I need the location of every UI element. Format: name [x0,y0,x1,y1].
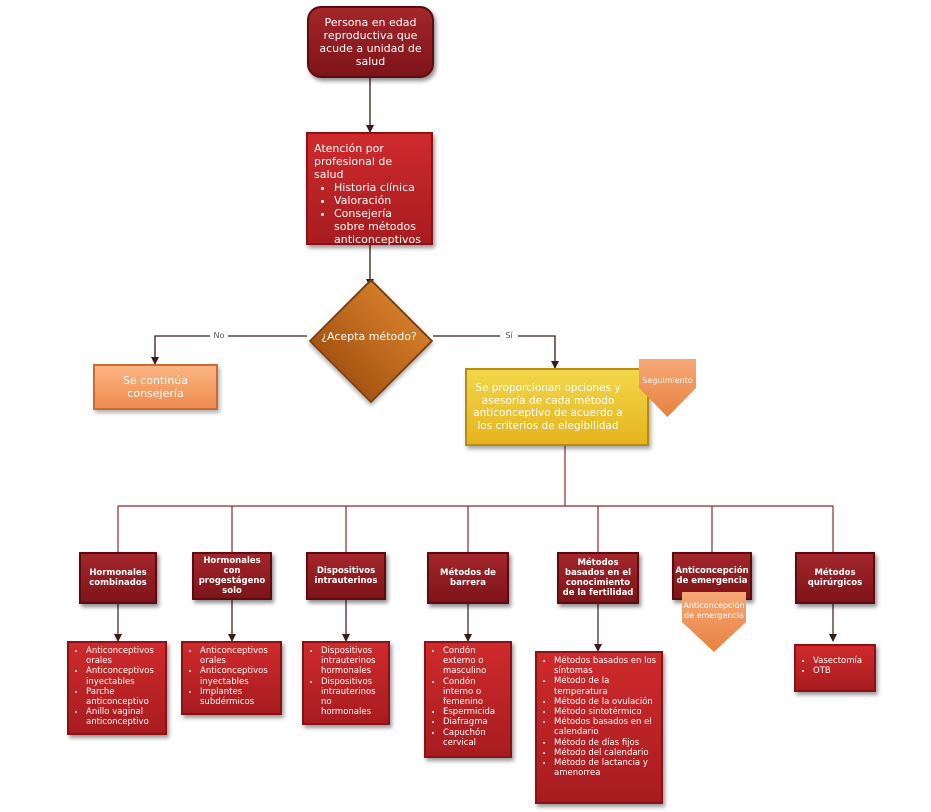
list-item: Anticonceptivos inyectables [86,666,161,686]
attention-item: Consejería sobre métodos anticonceptivos [334,207,425,246]
list-item: Método sintotérmico [554,707,657,717]
list-item: Anticonceptivos inyectables [200,666,276,686]
continue-counseling-label: Se continúa consejería [122,374,189,400]
list-item: Implantes subdérmicos [200,687,276,707]
list-item: Método de la ovulación [554,697,657,707]
list-item: Condón externo o masculino [443,646,506,677]
list-item: Método del calendario [554,748,657,758]
options-label: Se proporcionan opciones y asesoría de c… [473,382,623,432]
decision-label: ¿Acepta método? [321,329,417,343]
start-node: Persona en edad reproductiva que acude a… [307,6,434,78]
category-title: Dispositivos intrauterinos [314,566,378,586]
list-item: Espermicida [443,707,506,717]
category-metodos-barrera: Métodos de barrera [427,552,509,604]
attention-item: Historia clínica [334,181,425,194]
category-title: Métodos de barrera [440,568,496,588]
options-node: Se proporcionan opciones y asesoría de c… [465,368,649,446]
emergency-note-label: Anticoncepción de emergencia [683,601,745,620]
list-item: Método de la temperatura [554,676,657,696]
continue-counseling-node: Se continúa consejería [93,364,218,410]
list-metodos-quirurgicos: Vasectomía OTB [794,644,876,692]
category-title: Hormonales combinados [89,568,147,588]
list-item: Anticonceptivos orales [86,646,161,666]
list-item: Método de días fijos [554,738,657,748]
followup-label: Seguimiento [642,376,693,385]
attention-item: Valoración [334,194,425,207]
arrow-yes-branch [433,335,559,369]
category-conocimiento-fertilidad: Métodos basados en el conocimiento de la… [557,552,639,604]
list-item: Condón interno o femenino [443,677,506,708]
list-item: Dispositivos intrauterinos no hormonales [321,677,384,718]
list-item: Anticonceptivos orales [200,646,276,666]
category-title: Hormonales con progestágeno solo [198,556,266,596]
list-conocimiento-fertilidad: Métodos basados en los síntomas Método d… [535,651,663,804]
list-progestageno-solo: Anticonceptivos orales Anticonceptivos i… [181,641,282,715]
list-dispositivos-intrauterinos: Dispositivos intrauterinos hormonales Di… [302,641,390,725]
category-title: Anticoncepción de emergencia [675,566,749,586]
branch-no-label: No [214,331,225,340]
category-progestageno-solo: Hormonales con progestágeno solo [192,552,272,600]
list-item: Método de lactancia y amenorrea [554,758,657,778]
list-item: OTB [813,666,870,676]
attention-node: Atención por profesional de salud Histor… [306,132,433,246]
list-item: Parche anticonceptivo [86,687,161,707]
list-item: Anillo vaginal anticonceptivo [86,707,161,727]
list-item: Vasectomía [813,656,870,666]
list-item: Dispositivos intrauterinos hormonales [321,646,384,677]
list-hormonales-combinados: Anticonceptivos orales Anticonceptivos i… [67,641,167,735]
list-item: Capuchón cervical [443,728,506,748]
list-item: Diafragma [443,717,506,727]
start-node-label: Persona en edad reproductiva que acude a… [319,16,422,68]
category-dispositivos-intrauterinos: Dispositivos intrauterinos [306,552,386,600]
category-metodos-quirurgicos: Métodos quirúrgicos [795,552,875,604]
arrow-no-branch [151,335,307,365]
attention-title: Atención por profesional de salud [314,142,393,181]
category-title: Métodos basados en el conocimiento de la… [562,558,634,598]
category-hormonales-combinados: Hormonales combinados [79,552,157,604]
branch-yes-label: Sí [505,331,513,340]
list-metodos-barrera: Condón externo o masculino Condón intern… [424,641,512,758]
list-item: Métodos basados en los síntomas [554,656,657,676]
category-title: Métodos quirúrgicos [807,568,863,588]
list-item: Métodos basados en el calendario [554,717,657,737]
